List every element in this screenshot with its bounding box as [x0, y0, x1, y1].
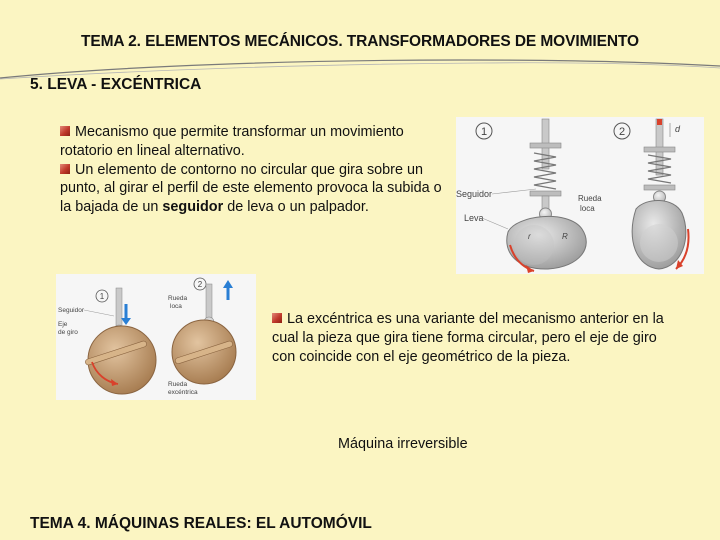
exc-badge-2: 2 — [198, 280, 203, 289]
para2-text-after: de leva o un palpador. — [223, 199, 369, 216]
irreversible-note: Máquina irreversible — [338, 436, 468, 452]
bullet-icon — [60, 163, 70, 174]
label-seguidor: Seguidor — [456, 189, 492, 199]
label-rueda: Rueda — [578, 194, 602, 203]
exc-label-eje: Eje — [58, 321, 68, 328]
para2-bold-seguidor: seguidor — [162, 199, 224, 216]
exc-label-degiro: de giro — [58, 329, 78, 336]
bullet-item-1: Mecanismo que permite transformar un mov… — [60, 123, 445, 161]
para3-text: La excéntrica es una variante del mecani… — [272, 311, 664, 365]
exc-label-seguidor: Seguidor — [58, 307, 85, 314]
slide-title: TEMA 2. ELEMENTOS MECÁNICOS. TRANSFORMAD… — [81, 33, 639, 50]
exc-label-rueda-exc-1: Rueda — [168, 381, 188, 388]
badge-2: 2 — [619, 126, 625, 138]
section-subtitle: 5. LEVA - EXCÉNTRICA — [30, 76, 202, 93]
exc-label-rueda-loca-1: Rueda — [168, 295, 188, 302]
badge-1: 1 — [481, 126, 487, 138]
title-underline-swoosh — [0, 59, 720, 80]
para1-text: Mecanismo que permite transformar un mov… — [60, 124, 404, 159]
paragraph-excentrica: La excéntrica es una variante del mecani… — [272, 310, 682, 366]
bullet-icon — [60, 126, 70, 136]
eccentric-mechanism-figure: 1 Seguidor Eje de giro 2 Rueda loca Rued… — [56, 274, 256, 400]
exc-badge-1: 1 — [100, 292, 105, 301]
cam-mechanism-figure: 1 Seguidor Leva Rueda loca r R 2 d — [456, 117, 704, 274]
bullet-icon — [272, 313, 282, 323]
exc-label-rueda-loca-2: loca — [170, 303, 182, 310]
para2-text-before: Un elemento de contorno no circular que … — [60, 161, 442, 216]
label-r: r — [528, 232, 531, 241]
label-leva: Leva — [464, 213, 484, 223]
exc-label-rueda-exc-2: excéntrica — [168, 389, 198, 396]
label-R: R — [562, 232, 568, 241]
label-loca: loca — [580, 204, 595, 213]
paragraph-leva: Mecanismo que permite transformar un mov… — [60, 123, 445, 217]
label-d: d — [675, 124, 681, 134]
bullet-item-2: Un elemento de contorno no circular que … — [60, 161, 445, 217]
next-topic-footer: TEMA 4. MÁQUINAS REALES: EL AUTOMÓVIL — [30, 515, 372, 532]
